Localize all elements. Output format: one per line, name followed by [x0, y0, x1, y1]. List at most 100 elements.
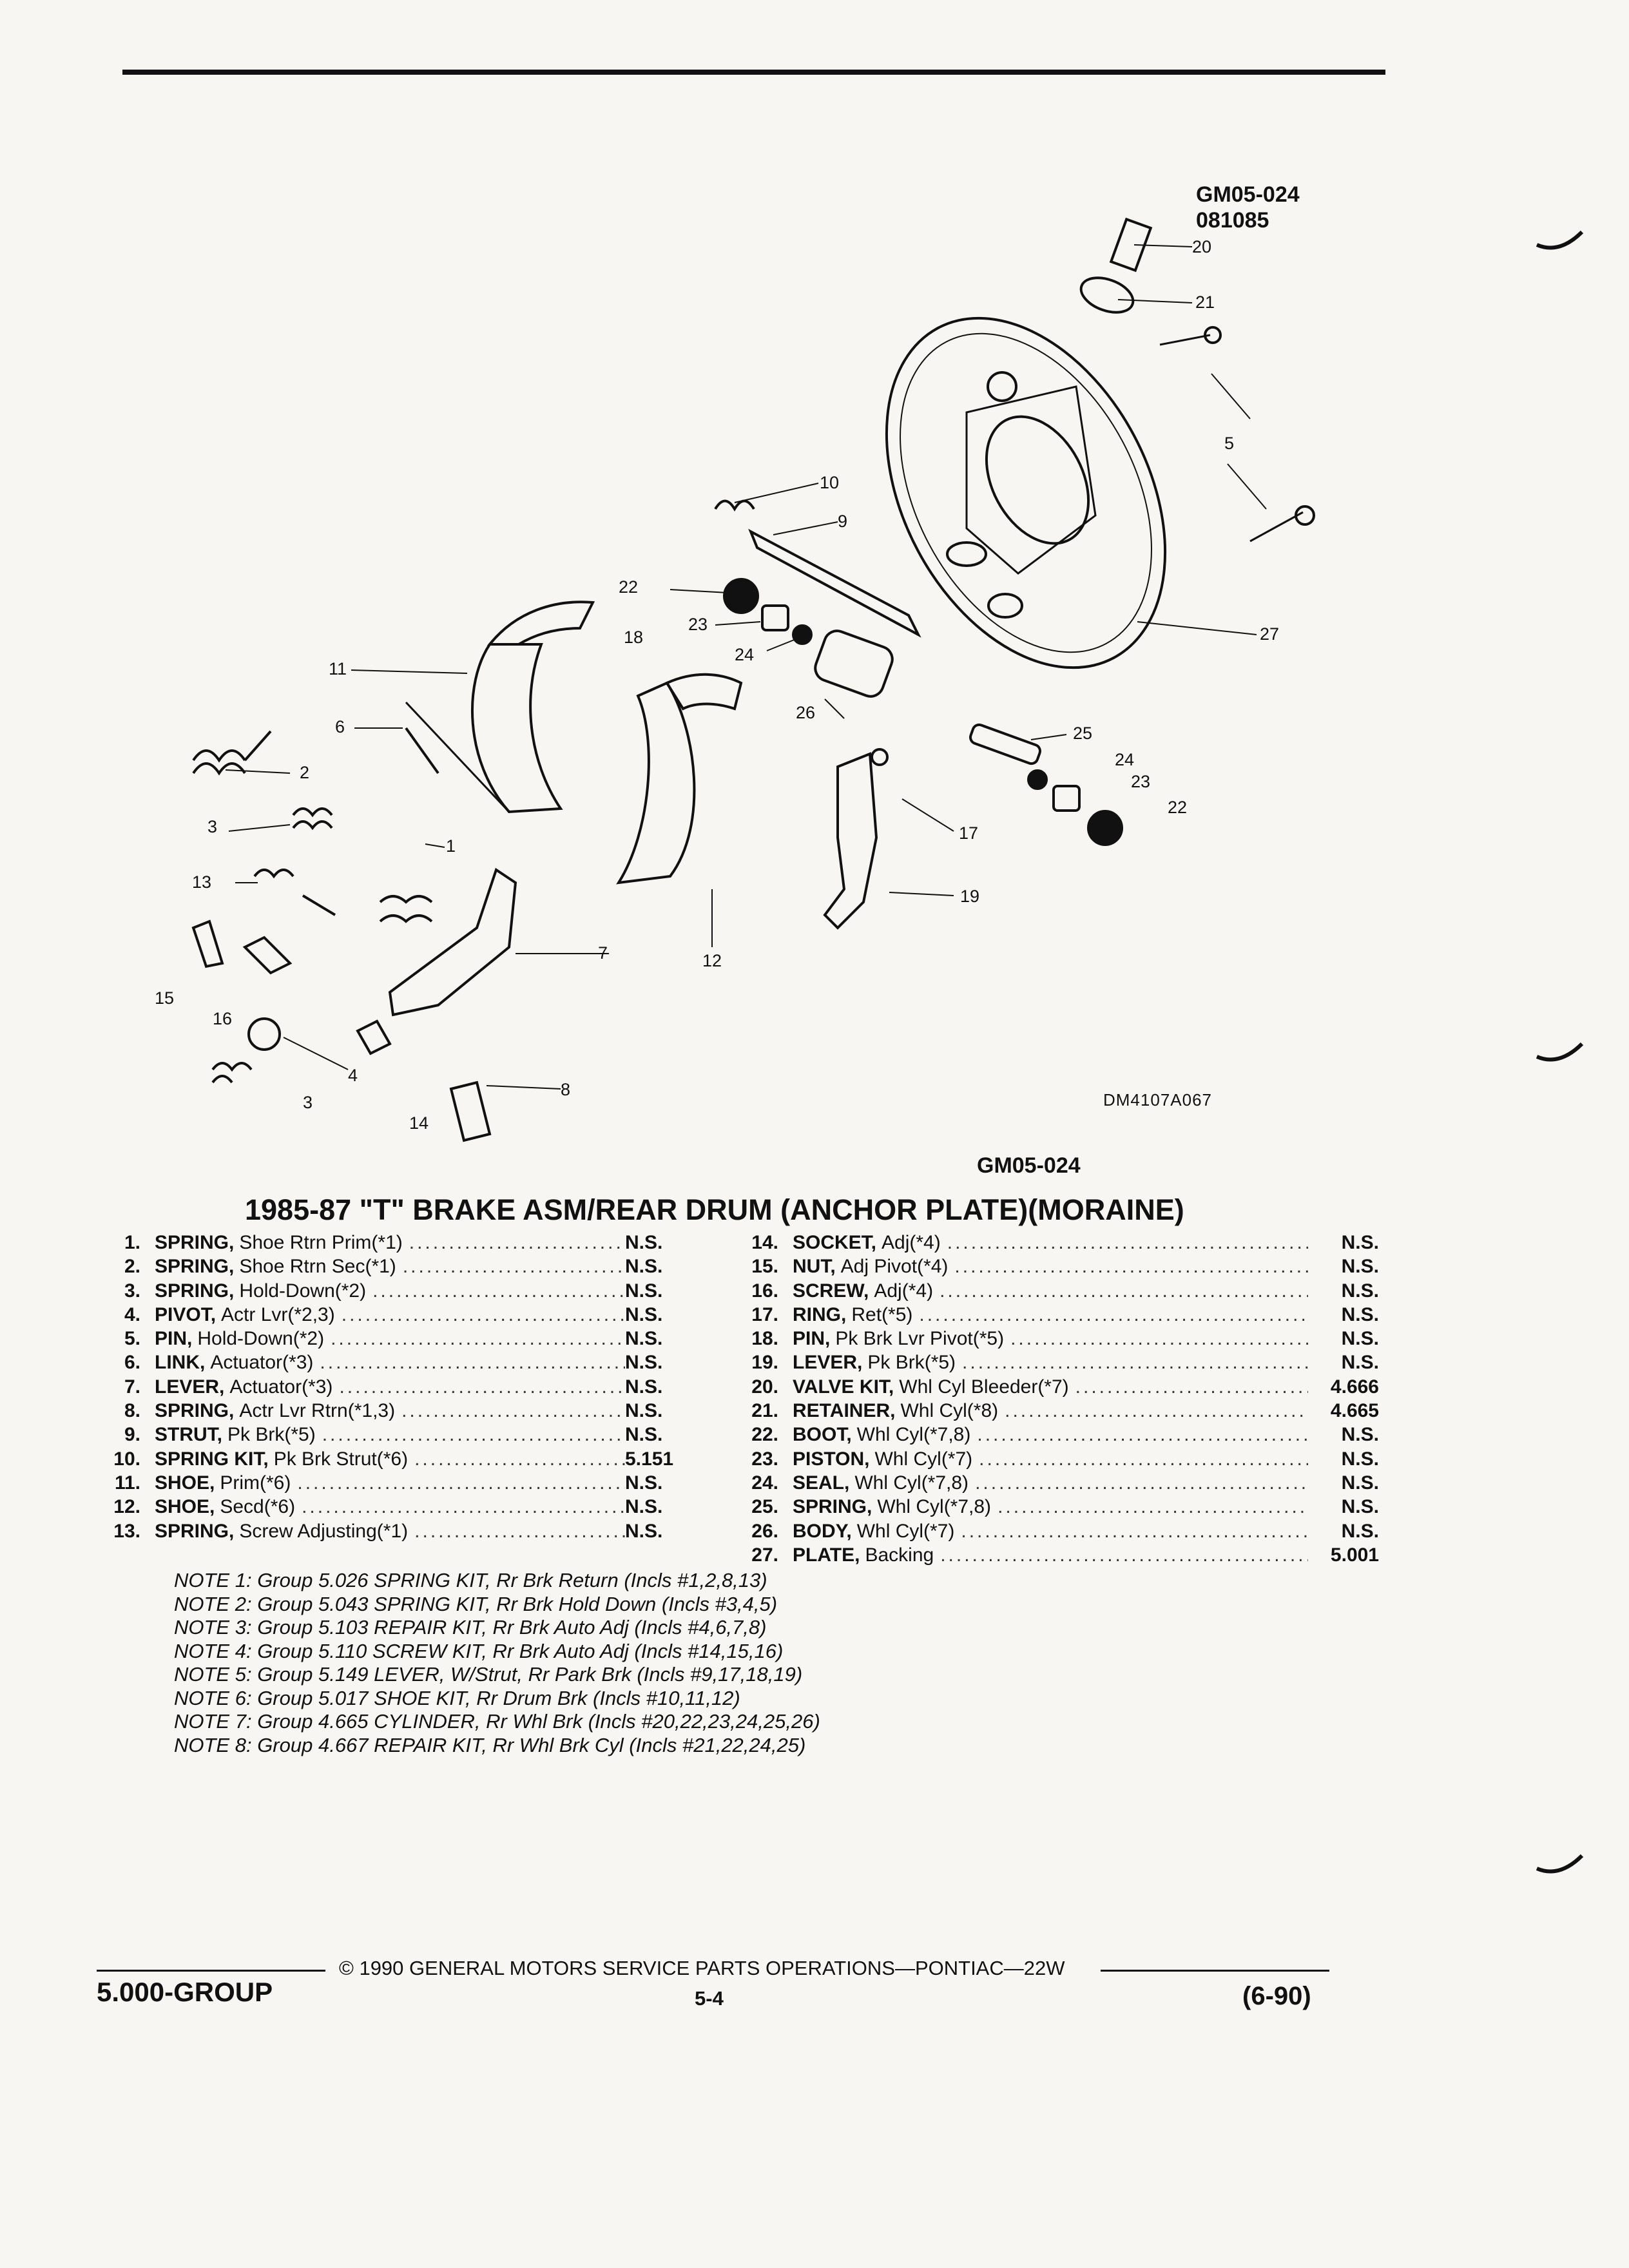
part-number: 27.: [751, 1544, 778, 1566]
backing-plate: [885, 316, 1167, 669]
strut: [748, 528, 921, 638]
footer-rule-left: [97, 1970, 325, 1972]
part-description: Whl Cyl(*7,8): [854, 1472, 969, 1494]
callout: 24: [735, 645, 754, 664]
callout: 18: [624, 628, 643, 647]
part-name: PLATE,: [793, 1544, 860, 1566]
callout: 7: [598, 943, 608, 963]
part-name: SPRING,: [155, 1256, 235, 1278]
part-description: Whl Cyl(*7): [874, 1448, 973, 1470]
group-number: N.S.: [625, 1520, 663, 1542]
part-row: 22.BOOT,Whl Cyl(*7,8)N.S.: [735, 1423, 1379, 1446]
ref-code: GM05-024: [1196, 182, 1300, 207]
part-row: 5.PIN,Hold-Down(*2)N.S.: [97, 1327, 702, 1350]
callout: 22: [1168, 798, 1187, 817]
leader-dots: [313, 1350, 625, 1374]
figure-code: DM4107A067: [1103, 1090, 1212, 1110]
part-row: 26.BODY,Whl Cyl(*7)N.S.: [735, 1519, 1379, 1543]
group-number: N.S.: [1341, 1256, 1379, 1278]
leader-dots: [403, 1231, 625, 1254]
leader-dots: [291, 1471, 625, 1495]
group-number: N.S.: [625, 1424, 663, 1446]
leader-dots: [956, 1350, 1308, 1374]
part-description: Prim(*6): [220, 1472, 291, 1494]
callout: 27: [1260, 624, 1279, 644]
part-row: 7.LEVER,Actuator(*3)N.S.: [97, 1375, 702, 1399]
leader-dots: [941, 1231, 1308, 1254]
part-number: 11.: [114, 1472, 140, 1494]
wheel-cylinder: [814, 629, 894, 698]
part-number: 17.: [751, 1303, 778, 1325]
part-row: 25.SPRING,Whl Cyl(*7,8)N.S.: [735, 1495, 1379, 1519]
part-name: SPRING,: [155, 1400, 235, 1422]
group-number: N.S.: [625, 1400, 663, 1422]
leader-dots: [933, 1279, 1308, 1303]
part-name: SOCKET,: [793, 1232, 877, 1253]
callout: 22: [619, 577, 638, 597]
part-name: SHOE,: [155, 1472, 215, 1494]
strut-spring: [714, 499, 755, 512]
group-number: N.S.: [1341, 1448, 1379, 1470]
part-row: 18.PIN,Pk Brk Lvr Pivot(*5)N.S.: [735, 1327, 1379, 1350]
part-number: 10.: [113, 1448, 140, 1470]
leader-dots: [408, 1447, 625, 1471]
parts-list-left: 1.SPRING,Shoe Rtrn Prim(*1)N.S.2.SPRING,…: [97, 1231, 702, 1543]
page-number: 5-4: [695, 1987, 724, 2010]
callout: 6: [335, 717, 345, 736]
note: NOTE 3: Group 5.103 REPAIR KIT, Rr Brk A…: [174, 1616, 767, 1639]
part-description: Backing: [865, 1544, 934, 1566]
leader-dots: [1004, 1327, 1308, 1350]
scan-mark: [1536, 1042, 1584, 1062]
leader-dots: [396, 1254, 625, 1278]
part-number: 14.: [751, 1232, 778, 1253]
part-row: 14.SOCKET,Adj(*4)N.S.: [735, 1231, 1379, 1254]
part-name: SPRING,: [155, 1232, 235, 1253]
top-rule: [122, 70, 1385, 75]
note: NOTE 2: Group 5.043 SPRING KIT, Rr Brk H…: [174, 1592, 778, 1615]
part-row: 12.SHOE,Secd(*6)N.S.: [97, 1495, 702, 1519]
part-number: 25.: [751, 1496, 778, 1518]
leader-dots: [408, 1519, 625, 1543]
part-row: 2.SPRING,Shoe Rtrn Sec(*1)N.S.: [97, 1254, 702, 1278]
leader-dots: [335, 1303, 625, 1327]
part-number: 18.: [751, 1328, 778, 1350]
leader-dots: [934, 1543, 1308, 1567]
callout: 15: [155, 988, 174, 1008]
group-number: N.S.: [1341, 1280, 1379, 1302]
callout: 8: [561, 1080, 570, 1099]
ref-date: 081085: [1196, 208, 1269, 233]
leader-dots: [366, 1279, 625, 1303]
note: NOTE 6: Group 5.017 SHOE KIT, Rr Drum Br…: [174, 1686, 740, 1709]
part-description: Hold-Down(*2): [197, 1328, 325, 1350]
group-number: N.S.: [625, 1280, 663, 1302]
callout: 14: [409, 1113, 429, 1133]
part-name: RING,: [793, 1303, 847, 1325]
part-row: 11.SHOE,Prim(*6)N.S.: [97, 1471, 702, 1495]
callout: 19: [960, 887, 979, 906]
part-name: NUT,: [793, 1256, 836, 1278]
part-description: Whl Cyl(*7,8): [856, 1424, 971, 1446]
group-number: 5.151: [625, 1448, 674, 1470]
part-description: Actuator(*3): [229, 1376, 333, 1398]
group-number: N.S.: [1341, 1303, 1379, 1325]
note: NOTE 1: Group 5.026 SPRING KIT, Rr Brk R…: [174, 1569, 767, 1591]
leader-dots: [991, 1495, 1308, 1519]
callout: 10: [820, 473, 839, 492]
part-number: 16.: [751, 1280, 778, 1302]
group-number: N.S.: [625, 1496, 663, 1518]
reference-ids: GM05-024 081085: [1196, 182, 1300, 233]
group-number: 4.665: [1330, 1400, 1379, 1422]
group-number: N.S.: [625, 1303, 663, 1325]
part-row: 1.SPRING,Shoe Rtrn Prim(*1)N.S.: [97, 1231, 702, 1254]
bleeder-valve: [1109, 217, 1153, 273]
scan-mark: [1536, 1854, 1584, 1874]
leader-dots: [295, 1495, 625, 1519]
callout: 17: [959, 823, 978, 843]
part-number: 9.: [124, 1424, 140, 1446]
part-number: 8.: [124, 1400, 140, 1422]
part-number: 19.: [751, 1352, 778, 1374]
part-name: PIN,: [155, 1328, 193, 1350]
lever-return-spring: [449, 1081, 492, 1142]
part-name: SPRING,: [793, 1496, 872, 1518]
callout: 3: [303, 1093, 313, 1112]
